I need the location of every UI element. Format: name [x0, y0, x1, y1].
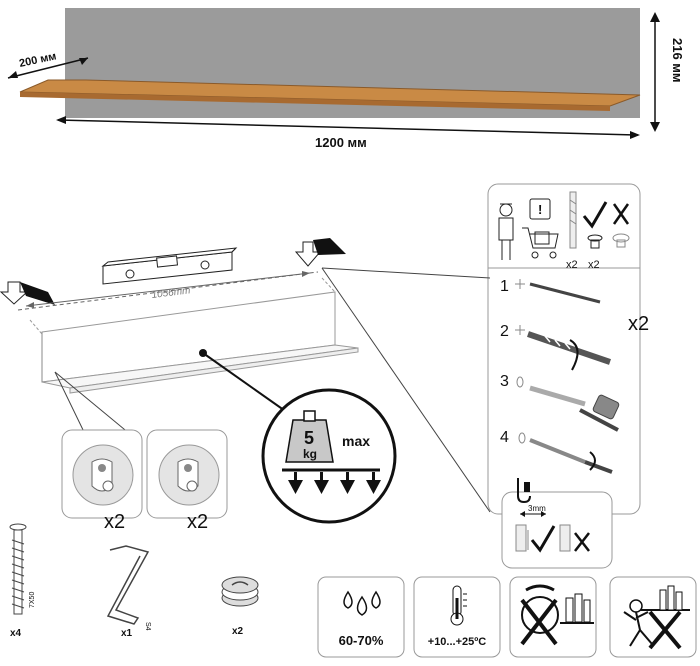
mount-point-right-icon [294, 238, 346, 267]
mount-point-left-icon [0, 281, 55, 305]
step-3-number: 3 [500, 373, 509, 390]
svg-text:!: ! [538, 202, 542, 217]
spacing-label: 1056mm [151, 285, 191, 301]
humidity-box: 60-70% [317, 576, 405, 658]
fitting-right-count: x2 [187, 511, 208, 533]
climbing-person-icon [623, 599, 653, 647]
check-mark-icon [582, 201, 608, 229]
fitting-screw-icon [587, 234, 603, 249]
fitting-left-count: x2 [104, 511, 125, 533]
cross-mark-icon [612, 203, 630, 225]
hook-icon [517, 478, 531, 504]
hardware-screw: 7X50 x4 [9, 523, 36, 639]
step-2-number: 2 [500, 323, 509, 340]
load-capacity-badge: 5 kg max [261, 388, 397, 524]
hammer-icon [579, 394, 620, 432]
gap-fail-icon [574, 532, 590, 552]
gap-check-panel: 3mm [501, 478, 613, 569]
screwdriver-icon [584, 451, 613, 474]
water-drops-icon [343, 590, 381, 616]
no-heavy-load-box [509, 576, 597, 658]
kit-screws-count: x2 [566, 259, 578, 271]
shelf-books-icon [640, 585, 690, 611]
temperature-label: +10...+25ºC [428, 636, 487, 648]
shelf-front-edge [20, 92, 610, 111]
cam-count: x2 [232, 626, 244, 637]
steps-repeat-count: x2 [628, 313, 649, 335]
spacing-dash [17, 271, 319, 311]
spirit-level-icon [101, 247, 238, 285]
hardware-cam: x2 [221, 576, 259, 637]
gap-label: 3mm [528, 504, 546, 513]
hardware-allen-key: S4 x1 [106, 545, 151, 639]
screw-count: x4 [10, 628, 22, 639]
step-4-number: 4 [500, 429, 509, 446]
kit-washers-count: x2 [588, 259, 600, 271]
depth-arrow [7, 57, 89, 79]
instruction-panel: ! x2 x2 1 [321, 183, 649, 515]
fitting-detail-left: x2 [61, 429, 143, 533]
dowel-icon [529, 385, 586, 407]
screw-code: 7X50 [29, 592, 36, 608]
gap-ok-icon [530, 525, 556, 553]
thermometer-icon [450, 585, 467, 626]
no-climbing-box [609, 576, 697, 658]
product-view: 200 мм 1200 мм 216 мм [7, 8, 685, 150]
warning-sign-icon: ! [529, 198, 551, 220]
temperature-box: +10...+25ºC [413, 576, 501, 658]
drill-bit-icon [527, 331, 611, 371]
prohibited-cross-icon [520, 598, 558, 646]
load-arrows [288, 472, 381, 494]
pencil-icon [529, 282, 601, 304]
load-unit: kg [303, 447, 317, 461]
width-label: 1200 мм [315, 135, 367, 150]
person-icon [498, 203, 514, 260]
load-weight: 5 [304, 428, 314, 448]
wall-plug-icon [569, 191, 577, 249]
cam-fitting-icon [612, 233, 630, 248]
cart-icon [522, 227, 559, 259]
mounting-drawing: 1056mm [0, 238, 359, 435]
prohibited-cross-icon-2 [648, 610, 682, 650]
allen-key-count: x1 [121, 628, 133, 639]
allen-key-code: S4 [144, 622, 151, 631]
humidity-label: 60-70% [339, 633, 384, 648]
fitting-detail-right: x2 [146, 429, 228, 533]
height-label: 216 мм [670, 38, 685, 83]
step-1-number: 1 [500, 278, 509, 295]
load-limit: max [342, 433, 370, 449]
books-icon [560, 593, 594, 624]
shelf-board [19, 79, 641, 107]
width-arrow [57, 119, 639, 136]
shelf-outline [29, 277, 359, 394]
screw-in-icon [529, 438, 586, 464]
